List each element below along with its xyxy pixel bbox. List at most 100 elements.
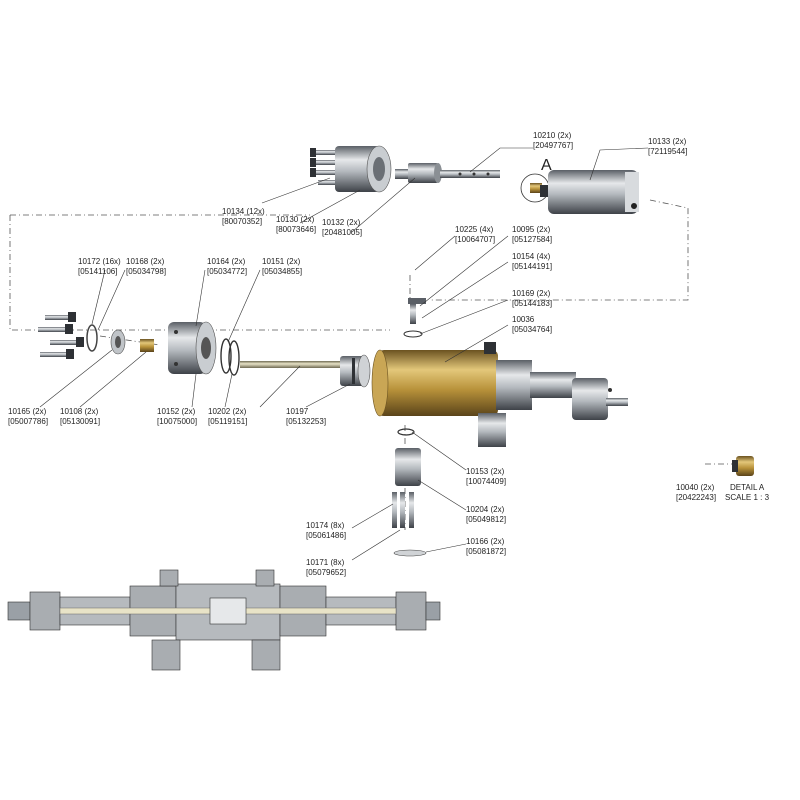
callout-10169: 10169 (2x) [05144183]	[512, 289, 552, 308]
part-number: 10153 (2x)	[466, 467, 505, 476]
o-rings-left	[220, 338, 240, 376]
part-code: [05034764]	[512, 325, 552, 334]
cylinder-body-brass	[371, 342, 506, 447]
part-code: [05144183]	[512, 299, 552, 308]
hex-bolt-cluster-upper	[310, 148, 336, 185]
sensor-housing-upper	[540, 170, 639, 214]
hex-bolts-left	[38, 312, 84, 359]
end-cap-collar-upper	[335, 145, 392, 193]
brass-bushing-left	[140, 339, 154, 352]
valve-fitting-top	[403, 298, 426, 338]
detail-title: DETAIL A	[730, 483, 765, 492]
part-code: [80073646]	[276, 225, 316, 234]
callout-10036: 10036 [05034764]	[512, 315, 552, 334]
part-number: 10174 (8x)	[306, 521, 345, 530]
part-number: 10095 (2x)	[512, 225, 551, 234]
callout-10130: 10130 (2x) [80073646]	[276, 215, 316, 234]
part-number: 10108 (2x)	[60, 407, 99, 416]
part-number: 10154 (4x)	[512, 252, 551, 261]
callout-10210: 10210 (2x) [20497767]	[533, 131, 573, 150]
part-number: 10152 (2x)	[157, 407, 196, 416]
part-code: [05141106]	[78, 267, 117, 276]
part-code: [05081872]	[466, 547, 506, 556]
part-code: [05127584]	[512, 235, 552, 244]
part-code: [05130091]	[60, 417, 100, 426]
part-code: [05034772]	[207, 267, 247, 276]
callout-10172: 10172 (16x) [05141106]	[78, 257, 121, 276]
detail-a-caption: DETAIL A SCALE 1 : 3	[725, 483, 770, 502]
part-number: 10040 (2x)	[676, 483, 715, 492]
callout-10165: 10165 (2x) [05007786]	[8, 407, 48, 426]
part-code: [05144191]	[512, 262, 552, 271]
part-code: [05007786]	[8, 417, 48, 426]
part-number: 10166 (2x)	[466, 537, 505, 546]
part-number: 10210 (2x)	[533, 131, 572, 140]
part-number: 10132 (2x)	[322, 218, 361, 227]
part-code: [05061486]	[306, 531, 346, 540]
callout-10202: 10202 (2x) [05119151]	[208, 407, 247, 426]
callout-10152: 10152 (2x) [10075000]	[157, 407, 197, 426]
end-block-right	[496, 360, 628, 420]
flange-cap-left	[168, 321, 217, 375]
part-code: [05049812]	[466, 515, 506, 524]
callout-10153: 10153 (2x) [10074409]	[466, 467, 506, 486]
detail-a-part	[732, 456, 754, 476]
part-code: [80070352]	[222, 217, 262, 226]
part-number: 10133 (2x)	[648, 137, 687, 146]
part-number: 10134 (12x)	[222, 207, 265, 216]
snap-ring-left	[86, 324, 98, 352]
part-number: 10130 (2x)	[276, 215, 315, 224]
callout-10197: 10197 [05132253]	[286, 407, 326, 426]
assembly-path-lines	[9, 199, 732, 530]
detail-marker: A	[541, 157, 552, 174]
detail-scale: SCALE 1 : 3	[725, 493, 770, 502]
stepped-pin-upper	[395, 163, 500, 183]
lower-block-group	[392, 428, 427, 557]
part-code: [10075000]	[157, 417, 197, 426]
part-code: [20497767]	[533, 141, 573, 150]
part-number: 10168 (2x)	[126, 257, 165, 266]
part-code: [10064707]	[455, 235, 495, 244]
piston-head	[340, 354, 371, 388]
part-number: 10204 (2x)	[466, 505, 505, 514]
callout-10154: 10154 (4x) [05144191]	[512, 252, 552, 271]
part-number: 10202 (2x)	[208, 407, 247, 416]
cross-section-view	[7, 569, 441, 671]
part-number: 10165 (2x)	[8, 407, 47, 416]
washer-left	[110, 329, 126, 355]
part-number: 10151 (2x)	[262, 257, 301, 266]
part-code: [72119544]	[648, 147, 687, 156]
callout-10095: 10095 (2x) [05127584]	[512, 225, 552, 244]
part-number: 10225 (4x)	[455, 225, 494, 234]
part-number: 10172 (16x)	[78, 257, 121, 266]
callout-10225: 10225 (4x) [10064707]	[455, 225, 495, 244]
callout-10174: 10174 (8x) [05061486]	[306, 521, 346, 540]
part-number: 10164 (2x)	[207, 257, 246, 266]
part-code: [05132253]	[286, 417, 326, 426]
part-number: 10036	[512, 315, 535, 324]
callout-10171: 10171 (8x) [05079652]	[306, 558, 346, 577]
part-number: 10197	[286, 407, 309, 416]
part-code: [05119151]	[208, 417, 247, 426]
part-code: [05034798]	[126, 267, 166, 276]
piston-rod	[240, 361, 345, 368]
callout-10164: 10164 (2x) [05034772]	[207, 257, 247, 276]
part-code: [20422243]	[676, 493, 716, 502]
callout-10166: 10166 (2x) [05081872]	[466, 537, 506, 556]
callout-10108: 10108 (2x) [05130091]	[60, 407, 100, 426]
leader-lines	[39, 147, 649, 561]
part-number: 10169 (2x)	[512, 289, 551, 298]
part-number: 10171 (8x)	[306, 558, 345, 567]
part-code: [20481005]	[322, 228, 362, 237]
callout-10204: 10204 (2x) [05049812]	[466, 505, 506, 524]
callout-10151: 10151 (2x) [05034855]	[262, 257, 302, 276]
callout-10133: 10133 (2x) [72119544]	[648, 137, 687, 156]
callout-10168: 10168 (2x) [05034798]	[126, 257, 166, 276]
callout-10132: 10132 (2x) [20481005]	[322, 218, 362, 237]
part-code: [05034855]	[262, 267, 302, 276]
part-code: [05079652]	[306, 568, 346, 577]
callout-10134: 10134 (12x) [80070352]	[222, 207, 265, 226]
callout-10040: 10040 (2x) [20422243]	[676, 483, 716, 502]
part-code: [10074409]	[466, 477, 506, 486]
